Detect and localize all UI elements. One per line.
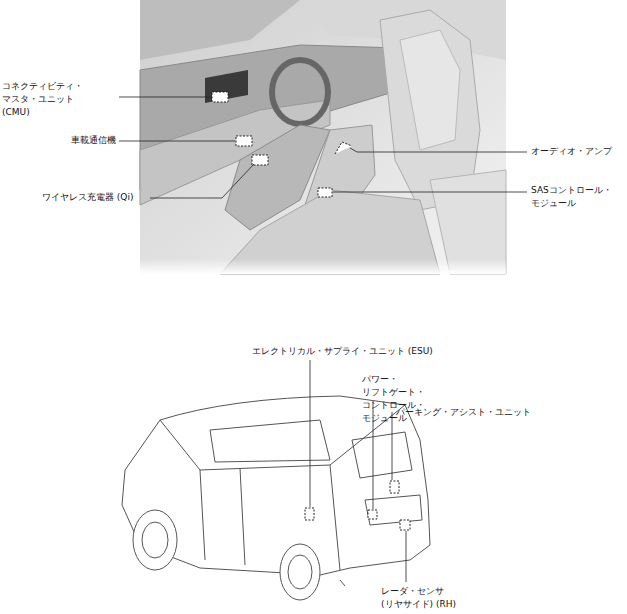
part-name: ワイヤレス充電器 (Qi) [42, 191, 133, 204]
part-name: パーキング・アシスト・ユニット [396, 406, 531, 419]
interior-illustration [119, 0, 527, 274]
part-name: エレクトリカル・サプライ・ユニット (ESU) [252, 345, 433, 358]
part-name: オーディオ・アンプ [531, 145, 612, 158]
part-name: コネクティビティ・ マスタ・ユニット (CMU) [2, 80, 83, 119]
part-name: 車載通信機 [71, 134, 116, 147]
component-markers [305, 481, 410, 530]
part-name: SASコントロール・ モジュール [531, 184, 612, 210]
part-name: パワー・リフトゲート・ コントロール・モジュール [362, 373, 425, 425]
vehicle-illustration [122, 396, 430, 600]
part-name: レーダ・センサ (リヤサイド) (RH) [381, 585, 475, 611]
